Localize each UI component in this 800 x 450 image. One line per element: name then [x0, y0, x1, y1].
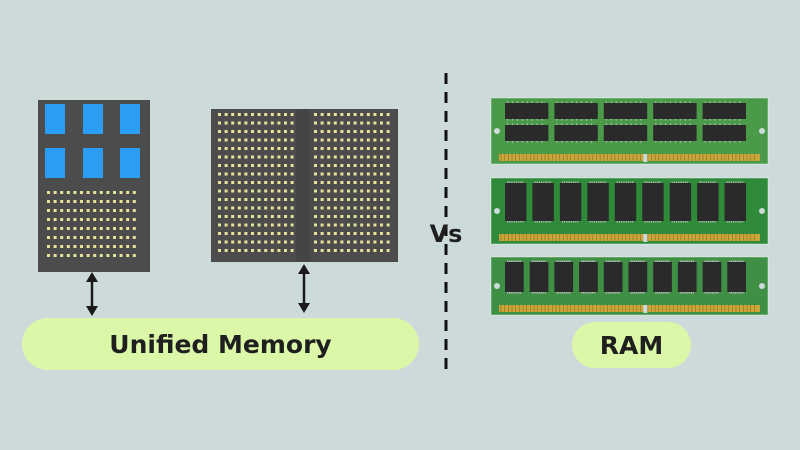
soc-pads	[47, 191, 136, 257]
soc-cores	[45, 104, 140, 178]
double-arrow-icon	[298, 264, 310, 313]
ram-stick-icon	[490, 177, 769, 245]
memory-pads	[218, 113, 390, 252]
memory-chip-divider	[296, 109, 310, 262]
ram-stick-icon	[490, 256, 769, 316]
memory-chip	[211, 109, 398, 262]
unified-memory-label: Unified Memory	[22, 318, 419, 370]
ram-stick-icon	[490, 97, 769, 165]
double-arrow-icon	[86, 272, 98, 316]
ram-label: RAM	[572, 322, 691, 368]
soc-chip	[38, 100, 150, 272]
vs-label: Vs	[429, 220, 463, 248]
